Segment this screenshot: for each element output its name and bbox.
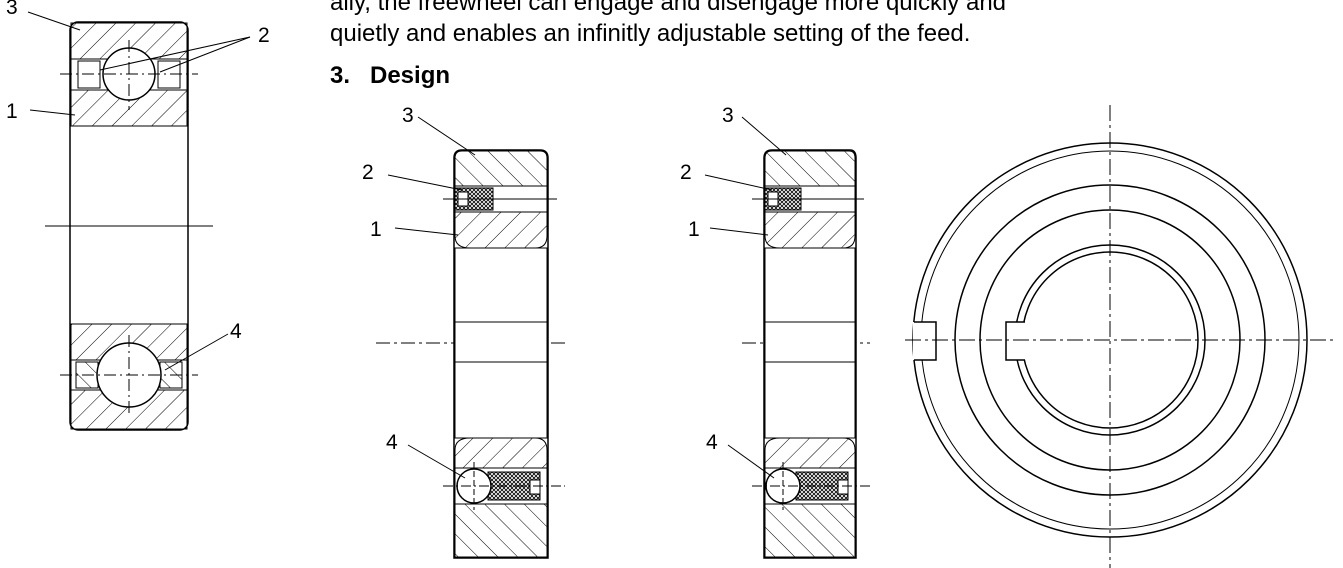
leader-1-a	[394, 227, 459, 236]
outer-ring-bottom-b	[764, 503, 856, 558]
label-1-section-b: 1	[688, 218, 700, 241]
leader-2a	[99, 36, 251, 71]
section-heading: 3. Design	[330, 62, 450, 90]
label-1-bearing: 1	[6, 100, 18, 123]
label-2-section-a: 2	[362, 161, 374, 184]
intro-text-line: quietly and enables an infinitly adjusta…	[330, 20, 971, 47]
intro-text-line-top: ally, the freewheel can engage and disen…	[330, 0, 1007, 16]
label-4-section-b: 4	[706, 431, 718, 454]
leader-4-b	[727, 444, 775, 479]
label-2-section-b: 2	[680, 161, 692, 184]
ring-front-view-figure	[905, 105, 1335, 568]
leader-3	[27, 11, 81, 31]
leader-3-b	[741, 116, 787, 156]
leader-2-b	[704, 174, 773, 191]
shaft-b	[764, 321, 856, 363]
label-3-section-a: 3	[402, 104, 414, 127]
inner-keyway-mask	[1005, 322, 1025, 360]
label-2-bearing: 2	[258, 24, 270, 47]
label-4-bearing: 4	[230, 320, 242, 343]
spring-bottom-b	[837, 479, 849, 495]
leader-2b	[159, 36, 251, 73]
label-3-section-b: 3	[722, 104, 734, 127]
leader-3-a	[417, 116, 476, 156]
spring-bottom-a	[529, 479, 541, 495]
label-4-section-a: 4	[386, 431, 398, 454]
leader-1-b	[709, 227, 769, 236]
section-title: Design	[370, 62, 451, 89]
label-3-bearing: 3	[6, 0, 18, 19]
outer-ring-top-a	[454, 150, 548, 187]
freewheel-section-b-figure	[704, 116, 870, 559]
outer-keyway-notch	[914, 321, 937, 361]
leader-4	[164, 333, 229, 371]
figure-labels: 3 2 1 4 3 2 1 4 3 2 1 4	[6, 0, 734, 454]
leader-4-a	[407, 444, 466, 479]
section-number: 3.	[330, 62, 351, 89]
inner-keyway	[1005, 321, 1025, 361]
inner-ring-top-b	[764, 211, 856, 249]
inner-ring-bottom-a	[454, 437, 548, 469]
leader-1	[29, 109, 76, 116]
label-1-section-a: 1	[370, 218, 382, 241]
outer-ring-bottom-a	[454, 503, 548, 558]
outer-notch-mask	[913, 322, 937, 360]
inner-ring-bottom-b	[764, 437, 856, 469]
leader-2-a	[387, 174, 463, 191]
outer-ring-top-b	[764, 150, 856, 187]
bearing-section-figure	[27, 11, 251, 431]
shaft-a	[454, 321, 548, 363]
freewheel-section-a-figure	[376, 116, 566, 559]
inner-ring-top-a	[454, 211, 548, 249]
